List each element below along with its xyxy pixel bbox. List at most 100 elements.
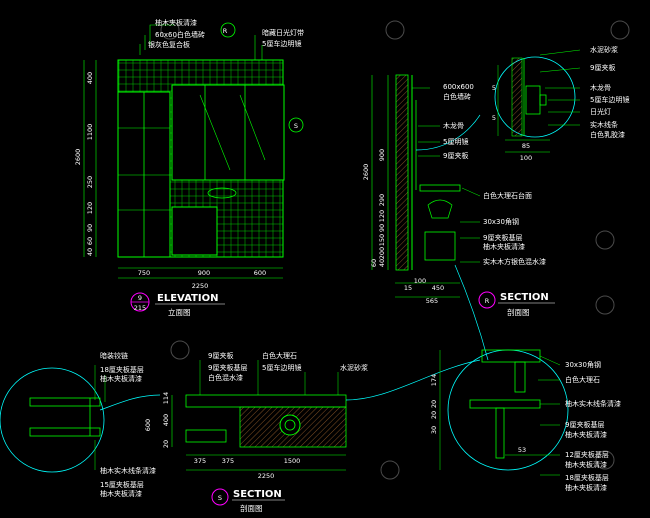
detail-circle-br	[447, 349, 569, 471]
dim-d-85: 85	[522, 142, 530, 150]
dim-r-60: 60	[370, 259, 378, 267]
dim-40: 40	[86, 248, 94, 256]
section-r-subtitle: 剖面图	[507, 307, 530, 317]
callout-r-angle-steel: 30x30角钢	[483, 217, 519, 226]
callout-hidden-light: 暗藏日光灯带	[262, 28, 304, 37]
section-s-subtitle: 剖面图	[240, 503, 263, 513]
callout-d-wood-strip: 实木线条	[590, 120, 618, 129]
callout-br-base12: 12厘夹板基层	[565, 450, 609, 459]
dim-750: 750	[138, 269, 150, 277]
dim-1100: 1100	[86, 124, 94, 141]
dim-r-15: 15	[404, 284, 412, 292]
callout-r-solid-wood: 实木木方银色混水漆	[483, 257, 546, 266]
dim-br-53: 53	[518, 446, 526, 454]
elevation-title: ELEVATION	[157, 293, 218, 304]
callout-d-lamp: 日光灯	[590, 107, 611, 116]
section-s-marker-label: S	[218, 494, 222, 502]
dim-s-400: 400	[162, 414, 170, 426]
callout-mirror: 5厘车边明镜	[262, 39, 301, 48]
dim-d-5a: 5	[492, 84, 496, 92]
callout-s-mirror: 5厘车边明镜	[262, 363, 301, 372]
detail-top-right: 水泥砂浆 9厘夹板 木龙骨 5厘车边明镜 日光灯 实木线条 白色乳胶漆 85 1…	[492, 45, 630, 162]
callout-s-teak1: 柚木夹板清漆	[100, 374, 142, 383]
watermark-decoration	[160, 20, 630, 480]
dim-r-40: 40	[378, 259, 386, 267]
callout-s-base18: 18厘夹板基层	[100, 365, 144, 374]
callout-wall-tile: 60x60白色墙砖	[155, 30, 205, 39]
section-s-view: 暗装铰链 18厘夹板基层 柚木夹板清漆 柚木实木线条清漆 15厘夹板基层 柚木夹…	[0, 351, 481, 513]
detail-circle	[494, 56, 576, 138]
marble-slab-detail	[481, 349, 541, 363]
callout-r-base: 9厘夹板基层	[483, 233, 522, 242]
callout-r-white-tile: 白色墙砖	[443, 92, 471, 101]
vanity-cabinet	[171, 206, 218, 256]
callout-s-marble: 白色大理石	[262, 351, 297, 360]
dim-br-30: 30	[430, 426, 438, 434]
dim-s-2250: 2250	[258, 472, 275, 480]
marble-top	[419, 184, 461, 192]
wall-section	[395, 74, 409, 271]
callout-r-keel: 木龙骨	[443, 121, 464, 130]
marker-s: S	[294, 122, 298, 130]
callout-s-base9: 9厘夹板基层	[208, 363, 247, 372]
callout-r-teak: 柚木夹板清漆	[483, 242, 525, 251]
callout-br-marble: 白色大理石	[565, 375, 600, 384]
dim-r-200: 200	[378, 247, 386, 259]
callout-br-base9: 9厘夹板基层	[565, 420, 604, 429]
dim-s-114: 114	[162, 392, 170, 404]
callout-composite-panel: 银灰色复合板	[148, 40, 190, 49]
dim-90: 90	[86, 224, 94, 232]
dim-60: 60	[86, 237, 94, 245]
basin	[207, 187, 237, 199]
marker-r: R	[223, 27, 228, 35]
detail-bottom-right: 30x30角钢 白色大理石 柚木实木线条清漆 9厘夹板基层 柚木夹板清漆 12厘…	[430, 349, 621, 492]
mirror-panel	[171, 84, 285, 181]
section-s-marker	[211, 488, 229, 506]
dim-r-90: 90	[378, 224, 386, 232]
dim-s-375b: 375	[222, 457, 234, 465]
marble-counter-s	[185, 394, 347, 408]
marker-top: 9	[138, 294, 142, 302]
dim-120: 120	[86, 202, 94, 214]
dim-d-100: 100	[520, 154, 532, 162]
callout-d-latex: 白色乳胶漆	[590, 130, 625, 139]
dim-s-600: 600	[144, 419, 152, 431]
dim-r-565: 565	[426, 297, 438, 305]
callout-teak-veneer: 柚木夹板清漆	[155, 18, 197, 27]
callout-s-mortar: 水泥砂浆	[340, 363, 368, 372]
dim-r-900: 900	[378, 149, 386, 161]
section-r-view: 600x600 白色墙砖 木龙骨 5厘明镜 9厘夹板 白色大理石台面 30x30…	[362, 74, 555, 361]
vanity-section	[424, 231, 456, 261]
dim-2250: 2250	[192, 282, 209, 290]
section-r-marker	[478, 291, 496, 309]
callout-s-hinge: 暗装铰链	[100, 351, 128, 360]
callout-r-tile-size: 600x600	[443, 83, 474, 91]
section-r-title: SECTION	[500, 292, 549, 303]
elevation-subtitle: 立面图	[168, 307, 191, 317]
dim-br-20a: 20	[430, 400, 438, 408]
callout-br-angle: 30x30角钢	[565, 360, 601, 369]
callout-s-solid-strip: 柚木实木线条清漆	[100, 466, 156, 475]
dim-r-150: 150	[378, 234, 386, 246]
section-s-title: SECTION	[233, 489, 282, 500]
callout-d-mirror: 5厘车边明镜	[590, 95, 629, 104]
dim-s-20: 20	[162, 440, 170, 448]
dim-400: 400	[86, 72, 94, 84]
dim-r-100: 100	[414, 277, 426, 285]
callout-br-teak12: 柚木夹板清漆	[565, 460, 607, 469]
callout-d-plywood: 9厘夹板	[590, 63, 615, 72]
section-r-marker-label: R	[485, 297, 490, 305]
dim-250: 250	[86, 176, 94, 188]
callout-d-mortar: 水泥砂浆	[590, 45, 618, 54]
callout-d-keel: 木龙骨	[590, 83, 611, 92]
callout-br-strip: 柚木实木线条清漆	[565, 399, 621, 408]
callout-r-marble-top: 白色大理石台面	[483, 191, 532, 200]
dim-r-290: 290	[378, 194, 386, 206]
callout-br-base18: 18厘夹板基层	[565, 473, 609, 482]
dim-2600: 2600	[74, 149, 82, 166]
dim-900: 900	[198, 269, 210, 277]
callout-br-teak18: 柚木夹板清漆	[565, 483, 607, 492]
dim-600: 600	[254, 269, 266, 277]
callout-s-plywood: 9厘夹板	[208, 351, 233, 360]
dim-r-2600: 2600	[362, 164, 370, 181]
